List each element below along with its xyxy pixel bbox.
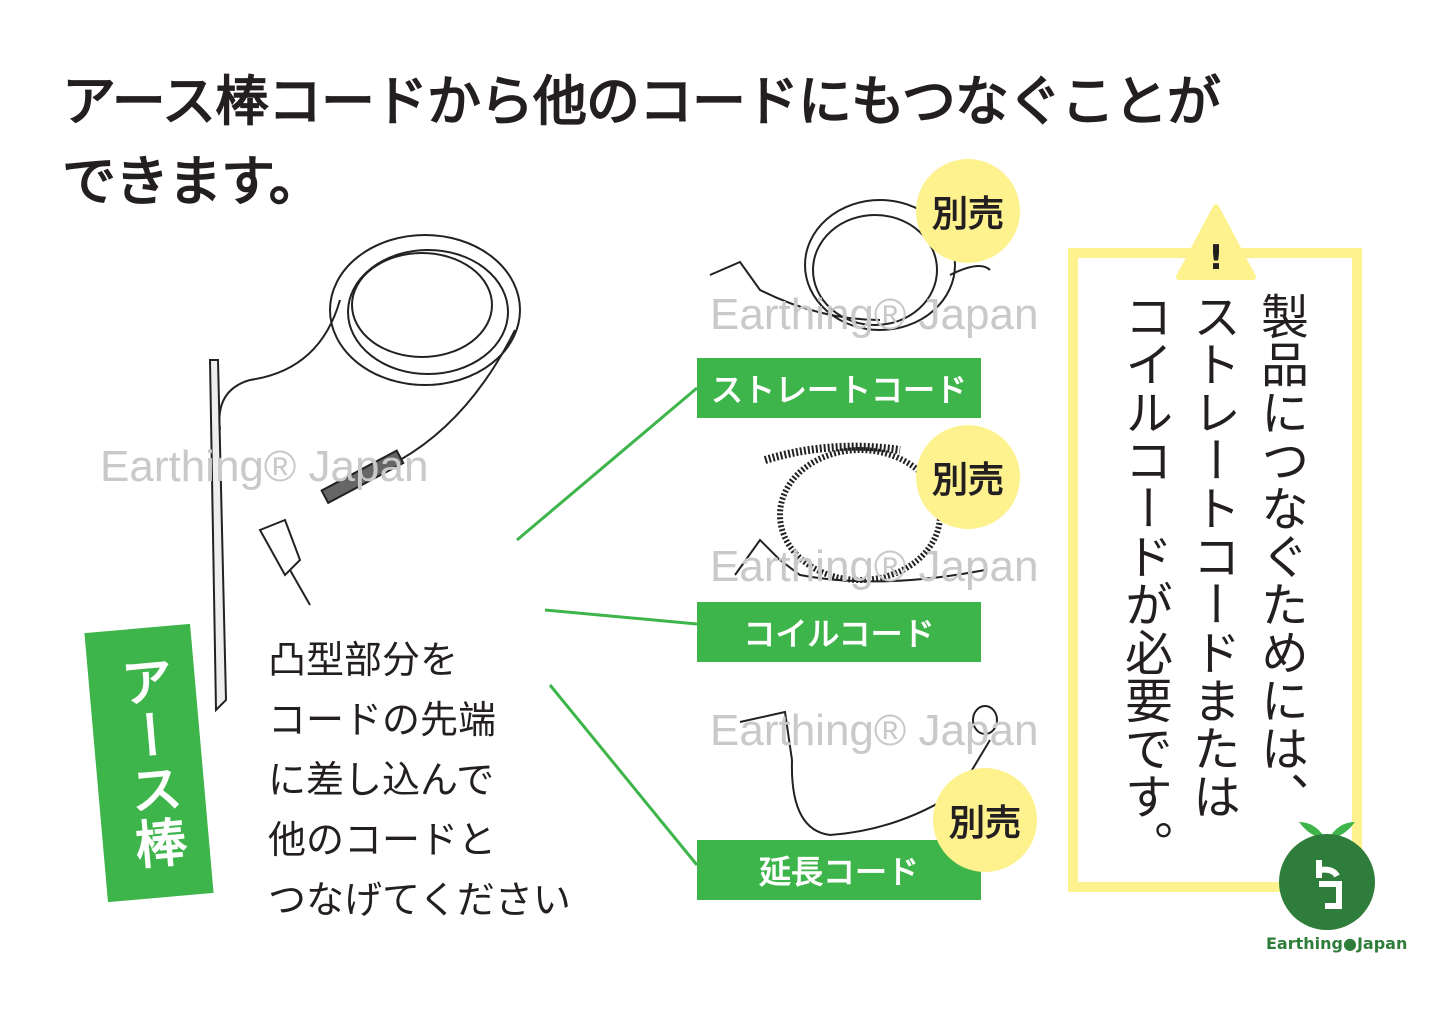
logo-text: Earthing●Japan: [1266, 934, 1408, 953]
watermark: Earthing® Japan: [710, 290, 1039, 339]
line-to-coil-cord: [544, 608, 698, 626]
straight-cord-drawing: [709, 199, 991, 331]
watermark: Earthing® Japan: [710, 706, 1039, 755]
earthing-japan-logo: [1279, 822, 1375, 930]
sold-separately-badge: 別売: [916, 159, 1020, 263]
notice-text: 製品につなぐためには、 ストレートコードまたは コイルコードが必要です。: [1116, 292, 1308, 868]
straight-cord-label: ストレートコード: [697, 358, 981, 418]
extension-cord-drawing: [739, 705, 998, 837]
line-to-straight-cord: [516, 386, 698, 542]
warning-icon: !: [1176, 204, 1256, 280]
coil-cord-label: コイルコード: [697, 602, 981, 662]
warning-mark: !: [1208, 238, 1224, 278]
watermark: Earthing® Japan: [710, 542, 1039, 591]
earth-rod-drawing: [208, 234, 521, 713]
sold-separately-badge: 別売: [916, 425, 1020, 529]
connector-lines: [516, 386, 699, 866]
watermark: Earthing® Japan: [100, 442, 429, 491]
extension-cord-label: 延長コード: [697, 840, 981, 900]
page-title: アース棒コードから他のコードにもつなぐことが できます。: [62, 70, 1221, 213]
sold-separately-badge: 別売: [933, 768, 1037, 872]
line-to-extension-cord: [548, 684, 699, 866]
instructions: 凸型部分を コードの先端 に差し込んで 他のコードと つなげてください: [268, 638, 571, 922]
